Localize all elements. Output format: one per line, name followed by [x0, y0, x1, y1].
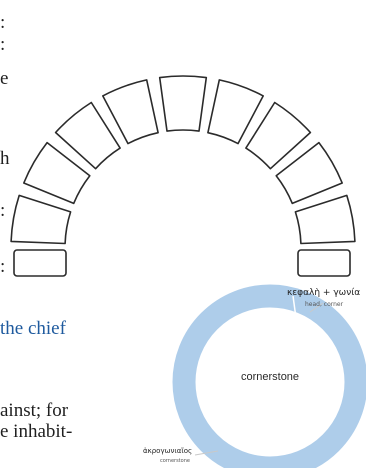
top-label-english: head, corner	[305, 301, 343, 308]
bottom-label-greek: ἀκρογωνιαῖος	[143, 447, 192, 455]
top-label-greek: κεφαλὴ + γωνία	[287, 288, 360, 298]
center-label: cornerstone	[220, 371, 320, 383]
ring-divider-bottom	[254, 432, 264, 452]
bottom-label-english: cornerstone	[160, 458, 190, 464]
